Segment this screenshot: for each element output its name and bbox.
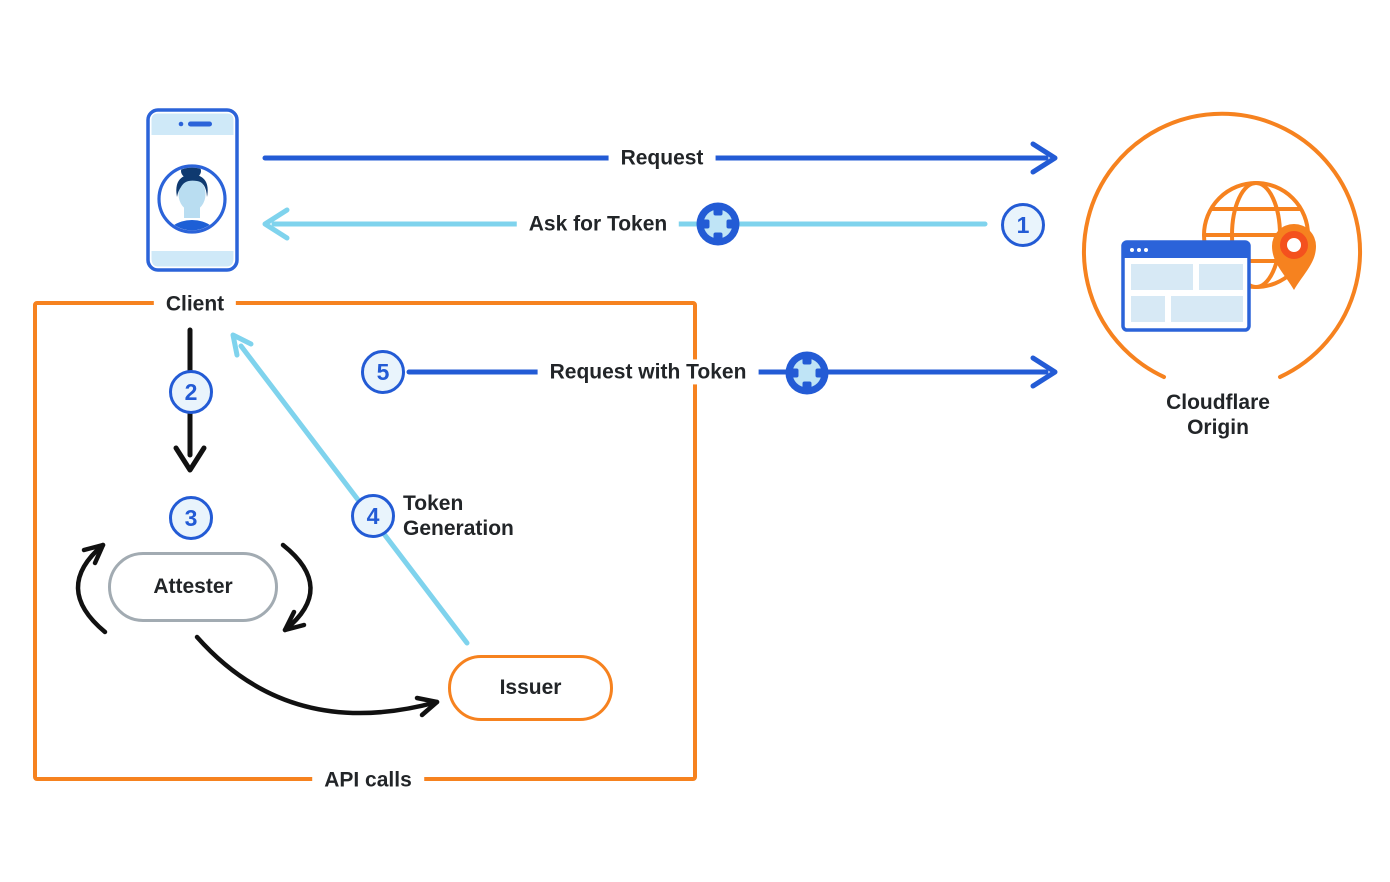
issuer-label: Issuer: [499, 676, 562, 699]
step-badge-3: 3: [169, 496, 213, 540]
cloudflare-origin-line2: Origin: [1187, 416, 1249, 439]
step-badge-1: 1: [1001, 203, 1045, 247]
client-label: Client: [153, 291, 237, 317]
cloudflare-origin-line1: Cloudflare: [1166, 390, 1270, 414]
token-generation-arrow: [230, 332, 470, 646]
phone-icon: [146, 108, 239, 272]
request-label: Request: [608, 145, 716, 171]
step-badge-2: 2: [169, 370, 213, 414]
token-generation-label: Token Generation: [403, 491, 514, 541]
browser-window-icon: [1121, 240, 1251, 332]
request-with-token-label: Request with Token: [537, 359, 759, 385]
attester-label: Attester: [153, 575, 233, 598]
location-pin-icon: [1272, 224, 1316, 290]
token-generation-line2: Generation: [403, 517, 514, 540]
attester-node: Attester: [108, 552, 278, 622]
token-icon: [785, 351, 829, 395]
step-badge-4: 4: [351, 494, 395, 538]
step-badge-5: 5: [361, 350, 405, 394]
api-calls-label: API calls: [312, 767, 424, 793]
token-icon: [696, 202, 740, 246]
user-avatar-icon: [157, 164, 227, 234]
attester-to-issuer-arrow: [194, 634, 440, 718]
issuer-node: Issuer: [448, 655, 613, 721]
cloudflare-origin-label: Cloudflare Origin: [1166, 390, 1270, 440]
cloudflare-origin-circle: [1082, 111, 1362, 379]
token-generation-line1: Token: [403, 491, 464, 515]
ask-for-token-label: Ask for Token: [516, 211, 680, 237]
attester-loop-arrows: [75, 542, 313, 635]
